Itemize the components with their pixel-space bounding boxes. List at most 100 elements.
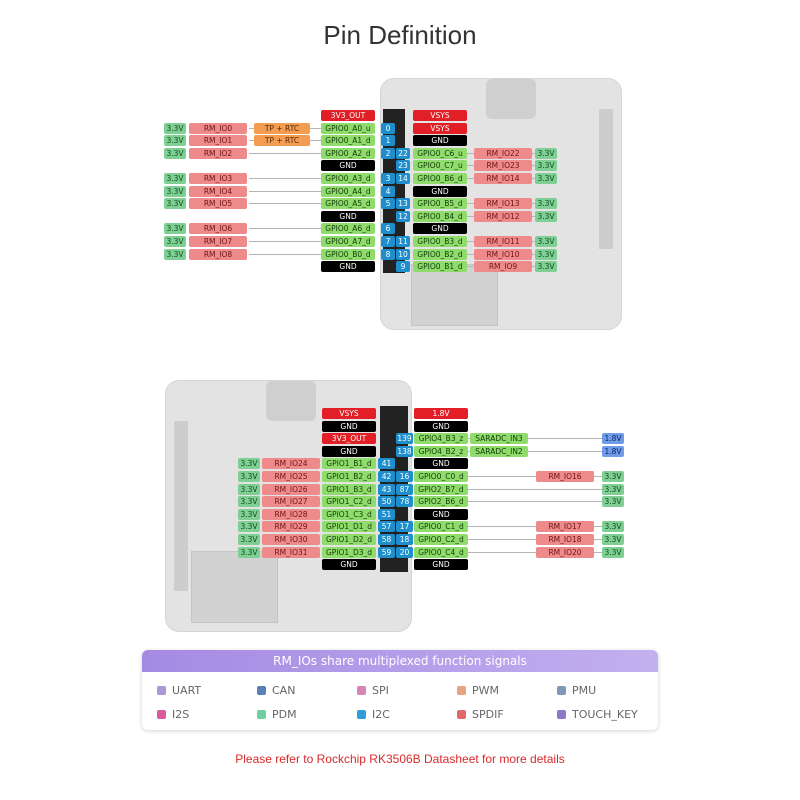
legend-label: TOUCH_KEY	[572, 708, 638, 721]
gpio-label: 3V3_OUT	[321, 110, 375, 121]
voltage-label: 3.3V	[238, 483, 260, 495]
pin-number: 42	[378, 471, 395, 482]
gpio-label: GPIO1_D1_d	[322, 521, 376, 533]
rm-io-label: RM_IO9	[474, 261, 532, 273]
gpio-label: VSYS	[413, 122, 467, 134]
rm-io-label: RM_IO27	[262, 496, 320, 508]
gpio-label: GPIO0_B2_d	[413, 248, 467, 260]
gpio-label: GPIO0_A2_d	[321, 147, 375, 159]
voltage-label: 3.3V	[164, 173, 186, 184]
pin-number: 139	[396, 433, 413, 445]
pin-number: 14	[396, 173, 410, 184]
gpio-label: GPIO1_C3_d	[322, 508, 376, 520]
voltage-label: 3.3V	[238, 508, 260, 520]
gpio-label: GPIO1_B1_d	[322, 458, 376, 470]
rm-io-label: RM_IO18	[536, 534, 594, 545]
gpio-label: GPIO2_B7_d	[414, 483, 468, 495]
connector-line	[249, 190, 321, 192]
legend-swatch	[157, 710, 166, 719]
connector-line	[468, 450, 602, 452]
gpio-label: GND	[414, 458, 468, 470]
connector-line	[249, 241, 321, 242]
legend-swatch	[257, 686, 266, 695]
legend-panel: RM_IOs share multiplexed function signal…	[142, 650, 658, 730]
gpio-label: GND	[321, 160, 375, 172]
legend-label: I2S	[172, 708, 190, 721]
rm-io-label: RM_IO8	[189, 248, 247, 260]
usb-c-port	[486, 79, 536, 119]
voltage-label: 3.3V	[238, 521, 260, 533]
gpio-label: GPIO1_D3_d	[322, 546, 376, 558]
voltage-label: 3.3V	[238, 534, 260, 545]
rm-io-label: RM_IO2	[189, 147, 247, 159]
voltage-label: 3.3V	[164, 198, 186, 210]
pin-number: 0	[381, 122, 395, 134]
rm-io-label: RM_IO17	[536, 521, 594, 533]
pin-number: 20	[396, 546, 413, 558]
datasheet-note: Please refer to Rockchip RK3506B Datashe…	[235, 752, 565, 766]
rm-io-label: RM_IO25	[262, 471, 320, 482]
voltage-label: 3.3V	[238, 496, 260, 508]
pin-number: 13	[396, 198, 410, 210]
voltage-label: 3.3V	[164, 185, 186, 197]
rm-io-label: RM_IO12	[474, 210, 532, 222]
page-title: Pin Definition	[323, 20, 477, 50]
voltage-label: 1.8V	[602, 445, 624, 457]
voltage-label: 3.3V	[535, 210, 557, 222]
connector-line	[249, 152, 321, 154]
rm-io-label: RM_IO1	[189, 135, 247, 147]
gpio-label: GPIO1_C2_d	[322, 496, 376, 508]
voltage-label: 3.3V	[164, 135, 186, 147]
pin-number: 1	[381, 135, 395, 147]
gpio-label: GND	[322, 445, 376, 457]
gpio-label: GND	[322, 420, 376, 432]
gpio-label: GPIO0_B0_d	[321, 248, 375, 260]
connector-line	[249, 228, 321, 230]
gpio-label: GPIO1_D2_d	[322, 534, 376, 545]
connector-line	[249, 253, 321, 255]
rm-io-label: RM_IO14	[474, 173, 532, 184]
rm-io-label: RM_IO5	[189, 198, 247, 210]
voltage-label: 3.3V	[238, 458, 260, 470]
gpio-label: GND	[414, 559, 468, 571]
legend-label: UART	[172, 684, 202, 697]
voltage-label: 3.3V	[535, 160, 557, 172]
gpio-label: GPIO0_A6_d	[321, 223, 375, 235]
pin-number: 17	[396, 521, 413, 533]
voltage-label: 3.3V	[164, 147, 186, 159]
connector-line	[468, 488, 602, 490]
gpio-label: GPIO0_C4_d	[414, 546, 468, 558]
function-label: TP + RTC	[254, 122, 310, 134]
pin-number: 58	[378, 534, 395, 545]
board-image-top	[380, 78, 622, 330]
legend-label: SPDIF	[472, 708, 504, 721]
legend-swatch	[457, 710, 466, 719]
gpio-label: VSYS	[322, 408, 376, 419]
gpio-label: GPIO0_A4_d	[321, 185, 375, 197]
voltage-label: 3.3V	[238, 471, 260, 482]
gpio-label: GPIO0_B6_d	[413, 173, 467, 184]
rm-io-label: RM_IO28	[262, 508, 320, 520]
legend-label: CAN	[272, 684, 296, 697]
gpio-label: GPIO4_B2_z	[414, 445, 468, 457]
legend-title: RM_IOs share multiplexed function signal…	[142, 650, 658, 672]
voltage-label: 3.3V	[535, 198, 557, 210]
voltage-label: 3.3V	[602, 483, 624, 495]
ethernet-port	[191, 551, 278, 623]
voltage-label: 3.3V	[602, 521, 624, 533]
pin-number: 6	[381, 223, 395, 235]
voltage-label: 3.3V	[164, 223, 186, 235]
pin-number: 9	[396, 261, 410, 273]
gpio-label: GPIO0_A3_d	[321, 173, 375, 184]
side-header	[599, 109, 613, 249]
voltage-label: 3.3V	[535, 147, 557, 159]
adc-label: SARADC_IN2	[470, 445, 528, 457]
pin-number: 18	[396, 534, 413, 545]
voltage-label: 3.3V	[602, 534, 624, 545]
legend-label: SPI	[372, 684, 389, 697]
gpio-label: GPIO0_B3_d	[413, 236, 467, 247]
ethernet-port	[411, 264, 498, 326]
pin-number: 43	[378, 483, 395, 495]
connector-line	[468, 501, 602, 503]
adc-label: SARADC_IN3	[470, 433, 528, 445]
